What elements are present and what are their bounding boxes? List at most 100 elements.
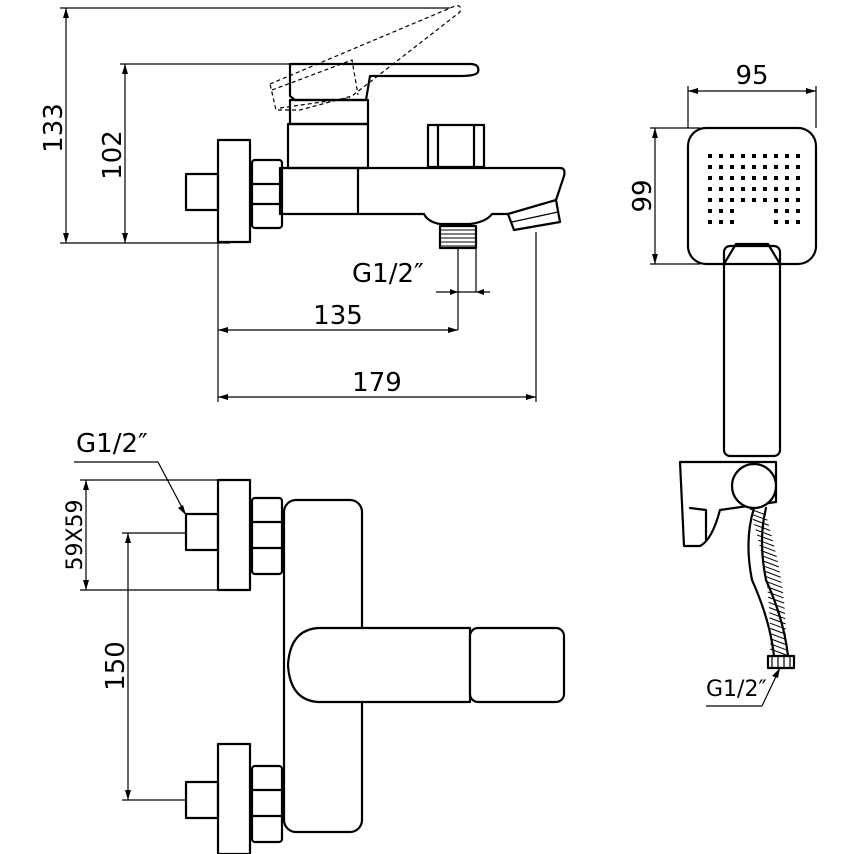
hand-shower: 95 99 [628, 61, 818, 707]
side-cartridge [286, 122, 370, 170]
hose-coil [767, 591, 784, 599]
nozzle [796, 154, 800, 158]
side-view: 133 102 [39, 5, 566, 402]
dim-150: 150 [101, 532, 186, 801]
dim-spout-thread: G1/2″ [352, 248, 490, 330]
nozzle [719, 209, 723, 213]
shower-head [686, 126, 818, 266]
shower-bracket [678, 460, 778, 548]
nozzle [741, 198, 745, 202]
dim-102: 102 [98, 63, 290, 243]
nozzle [774, 165, 778, 169]
nozzle [796, 165, 800, 169]
nozzle [719, 220, 723, 224]
nozzle [785, 176, 789, 180]
nozzle [796, 176, 800, 180]
shower-neck [722, 242, 782, 266]
nozzle [719, 154, 723, 158]
nozzle [763, 187, 767, 191]
front-view: G1/2″ 59X59 150 [63, 429, 566, 854]
hose-coil [756, 534, 774, 542]
dim-95-label: 95 [735, 61, 768, 91]
nozzle [752, 187, 756, 191]
nozzle [708, 165, 712, 169]
dim-99-label: 99 [628, 179, 658, 212]
hose-coil [749, 508, 767, 516]
nozzle [774, 187, 778, 191]
nozzle [741, 154, 745, 158]
dim-spout-thread-label: G1/2″ [352, 259, 424, 289]
nozzle [774, 198, 778, 202]
nozzle [785, 220, 789, 224]
shower-nozzles [708, 154, 800, 224]
hose-coil [754, 524, 771, 532]
nozzle [730, 176, 734, 180]
nozzle [785, 198, 789, 202]
nozzle [730, 165, 734, 169]
nozzle [785, 209, 789, 213]
nozzle [763, 165, 767, 169]
hose-coil [766, 581, 783, 589]
nozzle [719, 198, 723, 202]
nozzle [752, 165, 756, 169]
hose-coil [769, 612, 786, 620]
side-inlet [184, 172, 220, 212]
hose-coil [768, 601, 785, 609]
nozzle [785, 187, 789, 191]
dim-133: 133 [39, 7, 450, 244]
nozzle [785, 165, 789, 169]
nozzle [763, 198, 767, 202]
nozzle [752, 154, 756, 158]
hose-coil [769, 627, 787, 635]
nozzle [774, 176, 778, 180]
side-cap [426, 123, 486, 169]
dim-hose-thread-label: G1/2″ [706, 677, 767, 702]
nozzle [774, 209, 778, 213]
hose-coil [766, 586, 784, 594]
nozzle [796, 198, 800, 202]
nozzle [708, 198, 712, 202]
nozzle [708, 154, 712, 158]
hose-coil [769, 622, 786, 630]
nozzle [719, 165, 723, 169]
dim-inlet-thread-label: G1/2″ [76, 429, 148, 459]
nozzle [796, 220, 800, 224]
dim-179-label: 179 [352, 368, 402, 398]
nozzle [763, 154, 767, 158]
nozzle [730, 187, 734, 191]
hose-coil [764, 570, 781, 578]
hose-coil [752, 518, 770, 526]
nozzle [719, 187, 723, 191]
hose-coil [751, 513, 768, 521]
nozzle [741, 165, 745, 169]
nozzle [796, 187, 800, 191]
dim-133-label: 133 [39, 103, 69, 153]
nozzle [708, 209, 712, 213]
hose-nut [766, 654, 796, 670]
dim-hose-thread: G1/2″ [706, 667, 781, 707]
front-lower-inlet [184, 742, 284, 854]
nozzle [730, 220, 734, 224]
dim-inlet-thread: G1/2″ [74, 429, 187, 516]
shower-hose [747, 506, 790, 658]
nozzle [708, 176, 712, 180]
nozzle [752, 198, 756, 202]
side-handle [269, 5, 480, 126]
nozzle [730, 209, 734, 213]
hose-coil [761, 555, 778, 563]
nozzle [741, 176, 745, 180]
front-upper-inlet [184, 478, 284, 592]
nozzle [796, 209, 800, 213]
dim-95: 95 [687, 61, 817, 128]
nozzle [763, 176, 767, 180]
dim-flange-label: 59X59 [63, 499, 88, 570]
hose-coil [770, 643, 787, 651]
hose-coil [767, 596, 785, 604]
hose-coil [759, 544, 776, 552]
nozzle [708, 220, 712, 224]
shower-handle [722, 244, 782, 458]
hose-coil [768, 607, 786, 614]
front-handle [286, 626, 566, 704]
hose-coil [760, 550, 777, 557]
